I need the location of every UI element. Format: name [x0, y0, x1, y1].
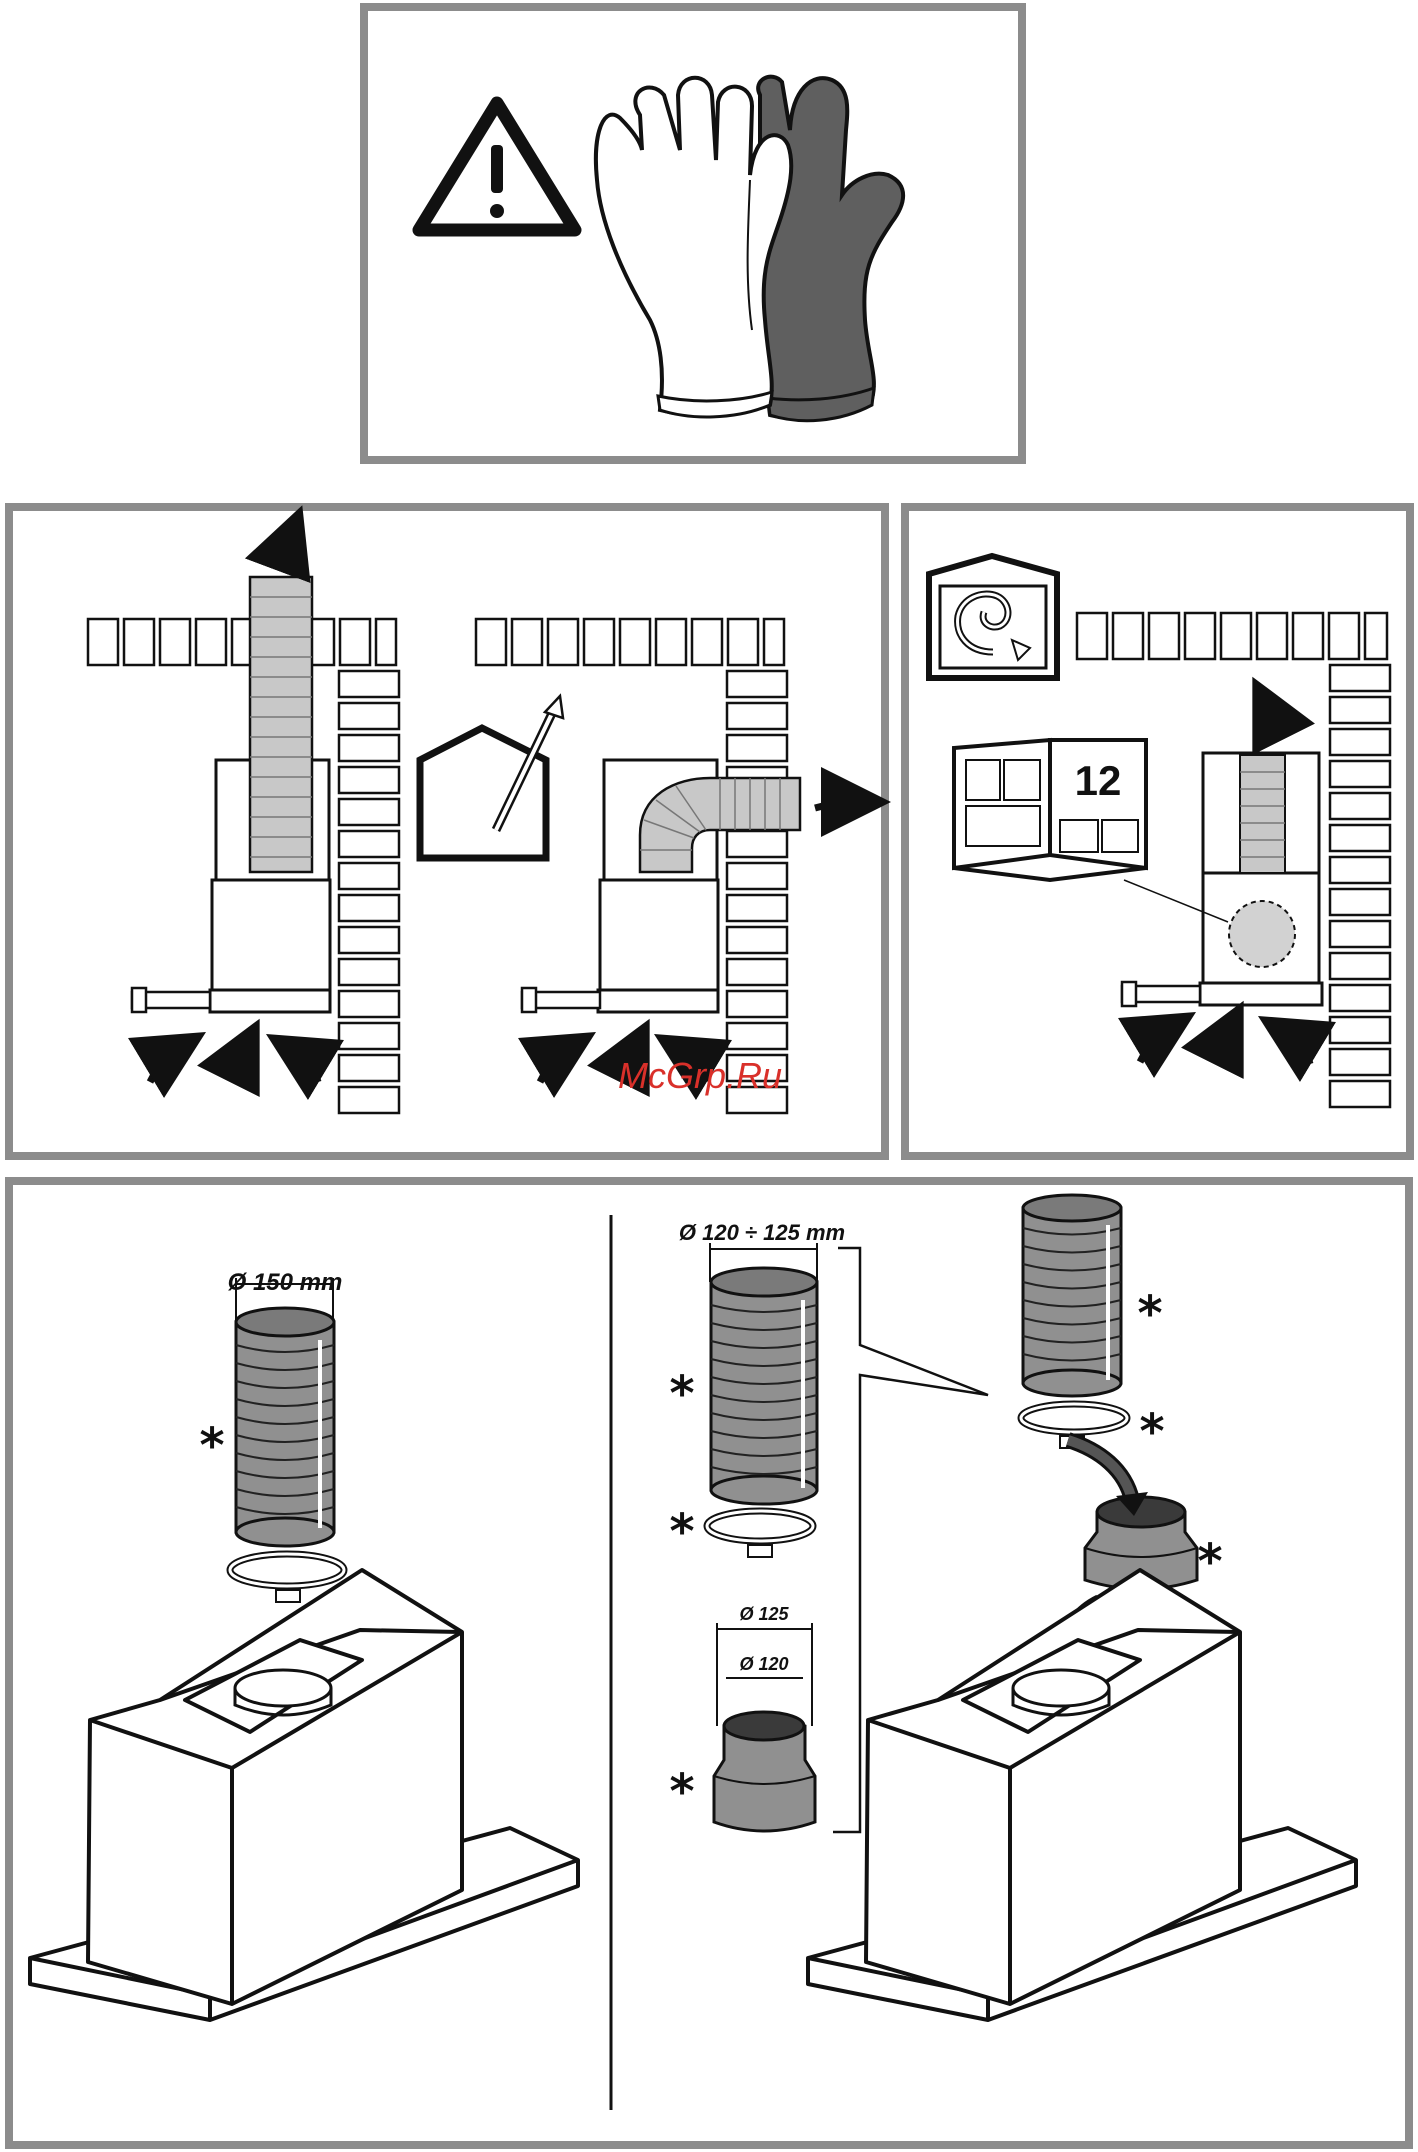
- optional-marker-top-duct: *: [1137, 1286, 1162, 1342]
- flexible-duct-120-125: [711, 1268, 817, 1504]
- vertical-duct: [250, 577, 312, 872]
- flexible-duct-150: [236, 1308, 334, 1546]
- flexible-duct-top-right: [1023, 1195, 1121, 1396]
- manual-page-number: 12: [1075, 757, 1122, 804]
- adapter-outer-diameter-text: Ø 125: [739, 1604, 789, 1624]
- watermark-text: McGrp.Ru: [618, 1055, 782, 1096]
- reducer-adapter: [714, 1712, 815, 1831]
- recirculation-panel: 12: [905, 507, 1410, 1156]
- adapter-inner-diameter-text: Ø 120: [739, 1654, 788, 1674]
- filter-grille: [1240, 755, 1285, 873]
- safety-panel: [364, 7, 1022, 460]
- duct-120-125-diameter-text: Ø 120 ÷ 125 mm: [679, 1220, 845, 1245]
- optional-marker-adapter: *: [669, 1764, 694, 1820]
- optional-marker-top-adapter: *: [1197, 1534, 1222, 1590]
- house-recirculation-icon: [929, 556, 1057, 678]
- optional-marker-duct-150: *: [199, 1418, 224, 1474]
- optional-marker-top-clamp: *: [1139, 1404, 1164, 1460]
- installation-panel: Ø 150 mm *: [9, 1181, 1409, 2145]
- optional-marker-clamp: *: [669, 1504, 694, 1560]
- optional-marker-duct-120: *: [669, 1366, 694, 1422]
- duct-150-diameter-text: Ø 150 mm: [228, 1269, 343, 1296]
